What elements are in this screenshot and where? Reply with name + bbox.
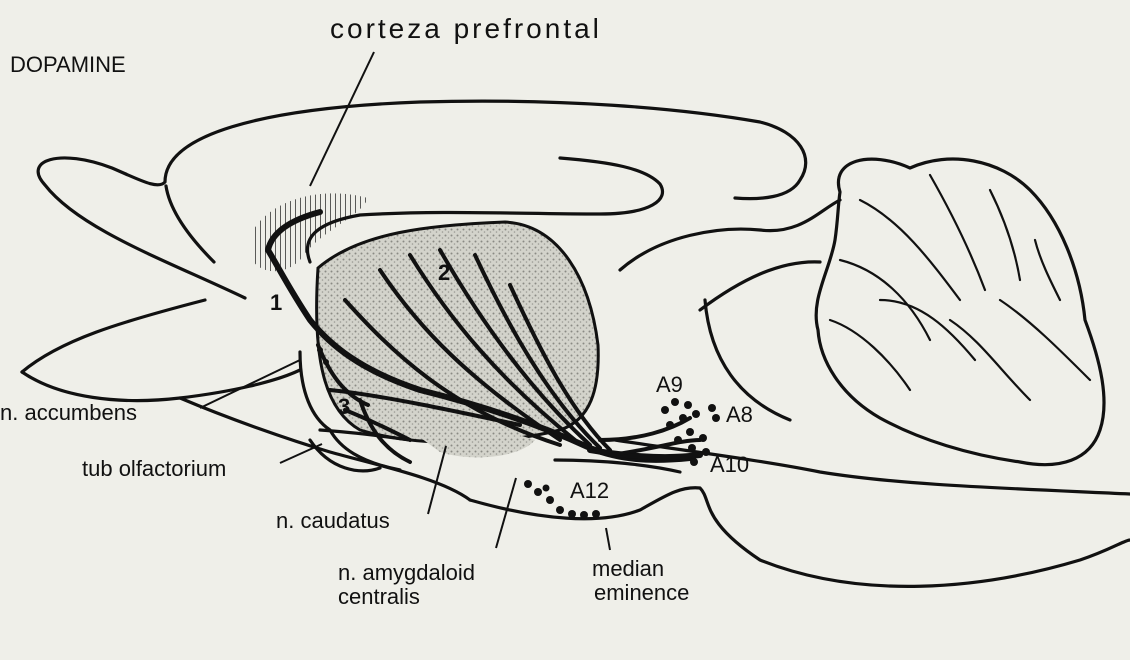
label-n-accumbens: n. accumbens [0, 400, 137, 425]
label-amygdaloid-line2: centralis [338, 584, 420, 609]
cerebellum [816, 159, 1104, 465]
label-n-caudatus: n. caudatus [276, 508, 390, 533]
label-median-line1: median [592, 556, 664, 581]
cell-group-A12: A12 [570, 478, 609, 503]
cell-group-A9: A9 [656, 372, 683, 397]
pathway-number-2: 2 [438, 260, 450, 285]
pathway-number-3: 3 [338, 394, 350, 419]
pathway-number-1: 1 [270, 290, 282, 315]
label-median-line2: eminence [594, 580, 689, 605]
diagram-title: DOPAMINE [10, 52, 126, 77]
label-tub-olfactorium: tub olfactorium [82, 456, 226, 481]
cell-group-A8: A8 [726, 402, 753, 427]
label-amygdaloid-line1: n. amygdaloid [338, 560, 475, 585]
label-corteza-prefrontal: corteza prefrontal [330, 13, 602, 44]
cell-group-A10: A10 [710, 452, 749, 477]
